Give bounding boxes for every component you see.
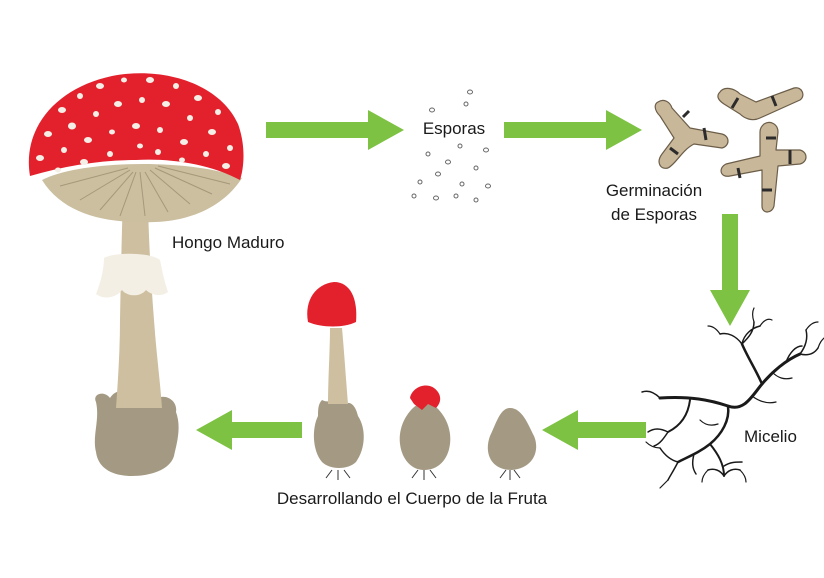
hypha-septa [669, 95, 792, 192]
mature-volva [94, 391, 179, 476]
fruiting-stage-emerging [399, 385, 451, 480]
arrow-spores-to-germination [504, 110, 642, 150]
fruiting-stage-button [487, 408, 537, 480]
fruiting-stage-young [307, 282, 364, 480]
label-spores: Esporas [423, 119, 485, 138]
cycle-arrows [196, 110, 750, 450]
arrow-mature-to-spores [266, 110, 404, 150]
hypha-top [717, 87, 804, 121]
mature-mushroom [28, 73, 244, 476]
germinating-spores [654, 87, 807, 213]
label-germination-line2: de Esporas [611, 205, 697, 224]
label-mature-mushroom: Hongo Maduro [172, 233, 284, 252]
label-germination-line1: Germinación [606, 181, 702, 200]
cap-spots [36, 77, 233, 173]
arrow-germination-to-mycelium [710, 214, 750, 326]
arrow-mycelium-to-fruiting [542, 410, 646, 450]
label-developing-fruit-body: Desarrollando el Cuerpo de la Fruta [277, 489, 548, 508]
arrow-fruiting-to-mature [196, 410, 302, 450]
label-mycelium: Micelio [744, 427, 797, 446]
hypha-right [720, 121, 807, 213]
mature-ring [96, 253, 168, 298]
mycelium-network [641, 307, 824, 489]
spores-scatter [411, 89, 491, 203]
hypha-left [654, 99, 729, 169]
